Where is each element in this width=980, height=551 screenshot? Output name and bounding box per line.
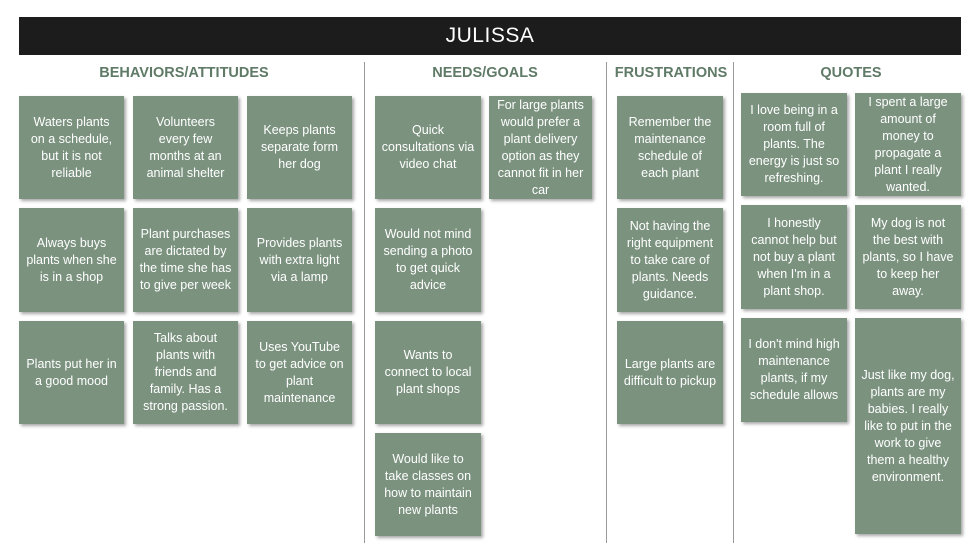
- sticky-note-need: For large plants would prefer a plant de…: [489, 96, 592, 199]
- section-divider: [606, 62, 607, 543]
- sticky-note-need: Wants to connect to local plant shops: [375, 321, 481, 424]
- sticky-note-need: Would not mind sending a photo to get qu…: [375, 208, 481, 312]
- sticky-note-behavior: Talks about plants with friends and fami…: [133, 321, 238, 424]
- sticky-note-quote: Just like my dog, plants are my babies. …: [855, 318, 961, 534]
- section-divider: [364, 62, 365, 543]
- persona-title-bar: JULISSA: [19, 17, 961, 55]
- sticky-note-behavior: Provides plants with extra light via a l…: [247, 208, 352, 312]
- persona-name: JULISSA: [445, 24, 535, 47]
- sticky-note-quote: I honestly cannot help but not buy a pla…: [741, 205, 847, 309]
- sticky-note-behavior: Plants put her in a good mood: [19, 321, 124, 424]
- section-divider: [733, 62, 734, 543]
- section-heading-behaviors: BEHAVIORS/ATTITUDES: [99, 65, 269, 81]
- sticky-note-frustration: Remember the maintenance schedule of eac…: [617, 96, 723, 199]
- section-heading-frustrations: FRUSTRATIONS: [614, 65, 728, 81]
- sticky-note-frustration: Large plants are difficult to pickup: [617, 321, 723, 424]
- sticky-note-frustration: Not having the right equipment to take c…: [617, 208, 723, 312]
- sticky-note-quote: I spent a large amount of money to propa…: [855, 93, 961, 196]
- sticky-note-need: Quick consultations via video chat: [375, 96, 481, 199]
- sticky-note-behavior: Keeps plants separate form her dog: [247, 96, 352, 199]
- sticky-note-behavior: Always buys plants when she is in a shop: [19, 208, 124, 312]
- sticky-note-behavior: Uses YouTube to get advice on plant main…: [247, 321, 352, 424]
- sticky-note-behavior: Volunteers every few months at an animal…: [133, 96, 238, 199]
- section-heading-quotes: QUOTES: [820, 65, 882, 81]
- sticky-note-quote: I love being in a room full of plants. T…: [741, 93, 847, 196]
- sticky-note-quote: I don't mind high maintenance plants, if…: [741, 318, 847, 422]
- sticky-note-need: Would like to take classes on how to mai…: [375, 433, 481, 536]
- sticky-note-behavior: Plant purchases are dictated by the time…: [133, 208, 238, 312]
- section-heading-needs: NEEDS/GOALS: [432, 65, 538, 81]
- sticky-note-behavior: Waters plants on a schedule, but it is n…: [19, 96, 124, 199]
- sticky-note-quote: My dog is not the best with plants, so I…: [855, 205, 961, 309]
